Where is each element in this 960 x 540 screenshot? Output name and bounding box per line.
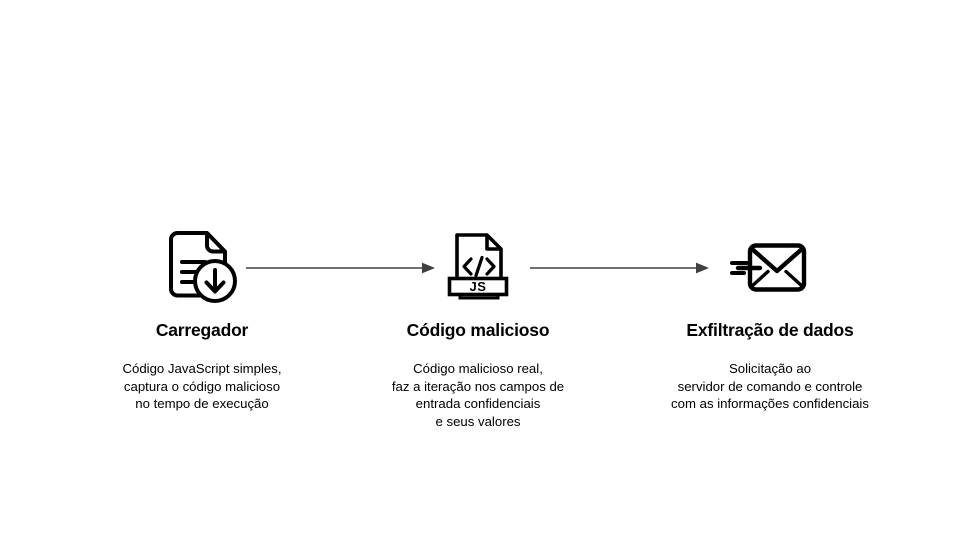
stage-loader: Carregador Código JavaScript simples, ca… (72, 228, 332, 413)
arrow-right-icon-2 (530, 260, 710, 276)
arrow-right-icon-1 (246, 260, 436, 276)
stage-title-data-exfiltration: Exfiltração de dados (686, 320, 854, 340)
stage-description-loader: Código JavaScript simples, captura o cód… (122, 361, 282, 411)
stage-data-exfiltration: Exfiltração de dados Solicitação ao serv… (640, 228, 900, 413)
stage-description-malicious-code: Código malicioso real, faz a iteração no… (391, 361, 565, 429)
svg-text:JS: JS (470, 279, 487, 294)
js-code-file-icon: JS (447, 228, 509, 308)
document-download-icon (163, 228, 241, 308)
stage-malicious-code: JS Código malicioso Código malicioso rea… (348, 228, 608, 430)
stage-title-malicious-code: Código malicioso (406, 320, 550, 340)
send-envelope-icon (730, 228, 810, 308)
stage-description-data-exfiltration: Solicitação ao servidor de comando e con… (671, 361, 869, 411)
stage-title-loader: Carregador (155, 320, 249, 340)
